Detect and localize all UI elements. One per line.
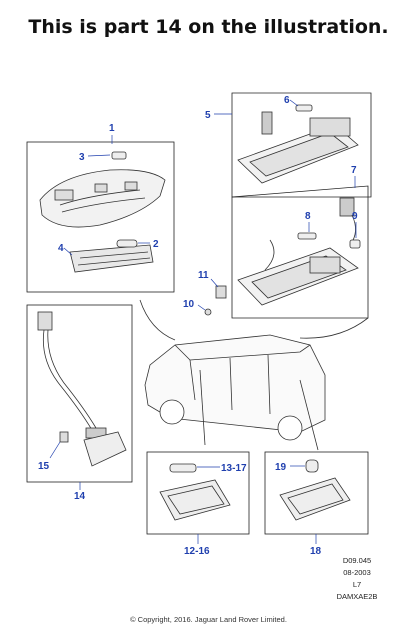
fasteners-drawing — [204, 285, 227, 316]
lamp-18-drawing — [279, 459, 351, 521]
panel-18 — [264, 451, 369, 535]
overhead-console-drawing — [39, 151, 166, 273]
callout-10: 10 — [183, 299, 195, 310]
callout-19: 19 — [275, 462, 287, 473]
callout-3: 3 — [79, 152, 85, 163]
callout-9: 9 — [352, 211, 358, 222]
copyright: © Copyright, 2016. Jaguar Land Rover Lim… — [130, 615, 287, 624]
callout-15: 15 — [38, 461, 50, 472]
callout-14: 14 — [74, 491, 86, 502]
panel-14 — [26, 304, 133, 483]
drawing-date: 08-2003 — [343, 568, 371, 577]
vehicle-drawing — [139, 299, 369, 451]
drawing-sheet: L7 — [352, 580, 362, 589]
callout-4: 4 — [58, 243, 64, 254]
courtesy-lamp-drawing — [37, 311, 127, 467]
console-lower-drawing — [237, 197, 361, 306]
callout-6: 6 — [284, 95, 290, 106]
callout-13-17: 13-17 — [221, 463, 247, 474]
callout-12-16: 12-16 — [184, 546, 210, 557]
headline: This is part 14 on the illustration. — [28, 16, 389, 38]
callout-5: 5 — [205, 110, 211, 121]
callout-11: 11 — [198, 270, 209, 281]
drawing-number: D09.045 — [342, 556, 372, 565]
lamp-12-16-drawing — [159, 463, 231, 521]
callout-8: 8 — [305, 211, 311, 222]
callout-2: 2 — [153, 239, 159, 250]
callout-18: 18 — [310, 546, 322, 557]
sunvisor-console-drawing — [237, 104, 359, 184]
panel-5 — [231, 92, 372, 198]
callout-1: 1 — [109, 123, 115, 134]
drawing-code: DAMXAE2B — [336, 592, 378, 601]
panel-1 — [26, 141, 175, 293]
callout-7: 7 — [351, 165, 357, 176]
